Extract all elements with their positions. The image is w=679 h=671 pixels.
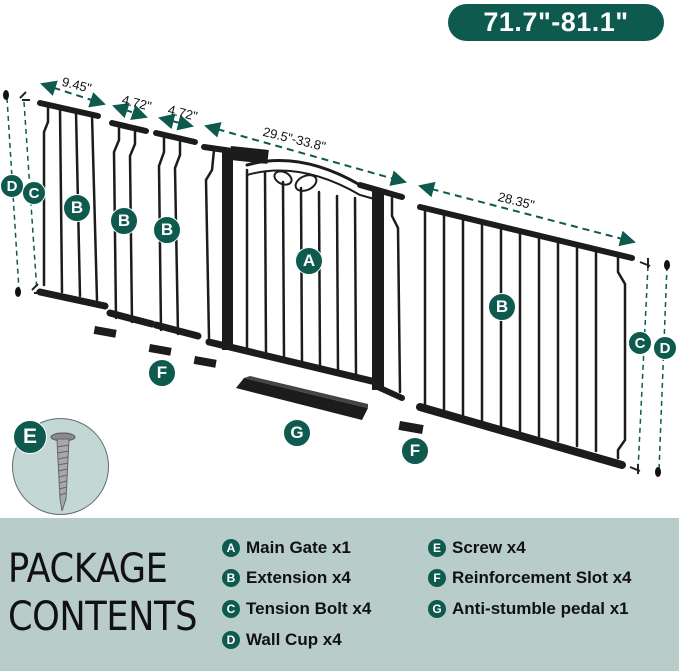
part-badge-a-main-gate: A <box>295 247 323 275</box>
anti-stumble-pedal <box>236 376 368 420</box>
product-diagram: 9.45" 4.72" 4.72" 29.5"-33.8" 28.35" 71.… <box>0 4 677 515</box>
letter-e-icon: E <box>428 539 446 557</box>
package-contents-title: PACKAGE CONTENTS <box>8 545 198 641</box>
extension-28-35 <box>416 204 635 469</box>
contents-item-screw: E Screw x4 <box>428 538 526 558</box>
item-label: Main Gate x1 <box>246 538 351 557</box>
contents-item-extension: B Extension x4 <box>222 568 351 588</box>
part-badge-d-right: D <box>653 336 677 360</box>
contents-item-anti-stumble-pedal: G Anti-stumble pedal x1 <box>428 599 629 619</box>
letter-c-icon: C <box>222 600 240 618</box>
contents-item-wall-cup: D Wall Cup x4 <box>222 630 342 650</box>
screw-icon <box>50 432 76 512</box>
letter-b-icon: B <box>222 569 240 587</box>
letter-a-icon: A <box>222 539 240 557</box>
title-line-1: PACKAGE <box>8 546 168 592</box>
item-label: Extension x4 <box>246 568 351 587</box>
part-badge-d-left: D <box>0 174 24 198</box>
contents-item-reinforcement-slot: F Reinforcement Slot x4 <box>428 568 632 588</box>
title-line-2: CONTENTS <box>8 594 198 640</box>
part-badge-b-ext4: B <box>488 293 516 321</box>
contents-item-tension-bolt: C Tension Bolt x4 <box>222 599 371 619</box>
item-label: Anti-stumble pedal x1 <box>452 599 629 618</box>
dimension-arrows <box>40 80 636 247</box>
left-fixture-lines <box>6 97 38 293</box>
part-badge-g: G <box>283 419 311 447</box>
letter-f-icon: F <box>428 569 446 587</box>
part-badge-b-ext3: B <box>153 216 181 244</box>
part-badge-e-screw: E <box>13 420 47 454</box>
extension-4-72-b <box>152 130 202 340</box>
package-contents-panel: PACKAGE CONTENTS A Main Gate x1 B Extens… <box>0 518 679 671</box>
reinforcement-slots <box>93 326 424 435</box>
extension-4-72-a <box>106 120 156 328</box>
item-label: Wall Cup x4 <box>246 630 342 649</box>
right-fixture-lines <box>637 265 668 471</box>
part-badge-b-ext2: B <box>110 207 138 235</box>
item-label: Tension Bolt x4 <box>246 599 372 618</box>
part-badge-c-right: C <box>628 331 652 355</box>
part-badge-c-left: C <box>22 181 46 205</box>
item-label: Reinforcement Slot x4 <box>452 568 632 587</box>
letter-d-icon: D <box>222 631 240 649</box>
total-width-range-badge: 71.7"-81.1" <box>448 4 664 41</box>
item-label: Screw x4 <box>452 538 526 557</box>
part-badge-b-ext1: B <box>63 194 91 222</box>
part-badge-f-right: F <box>401 437 429 465</box>
letter-g-icon: G <box>428 600 446 618</box>
contents-item-main-gate: A Main Gate x1 <box>222 538 351 558</box>
part-badge-f-left: F <box>148 359 176 387</box>
